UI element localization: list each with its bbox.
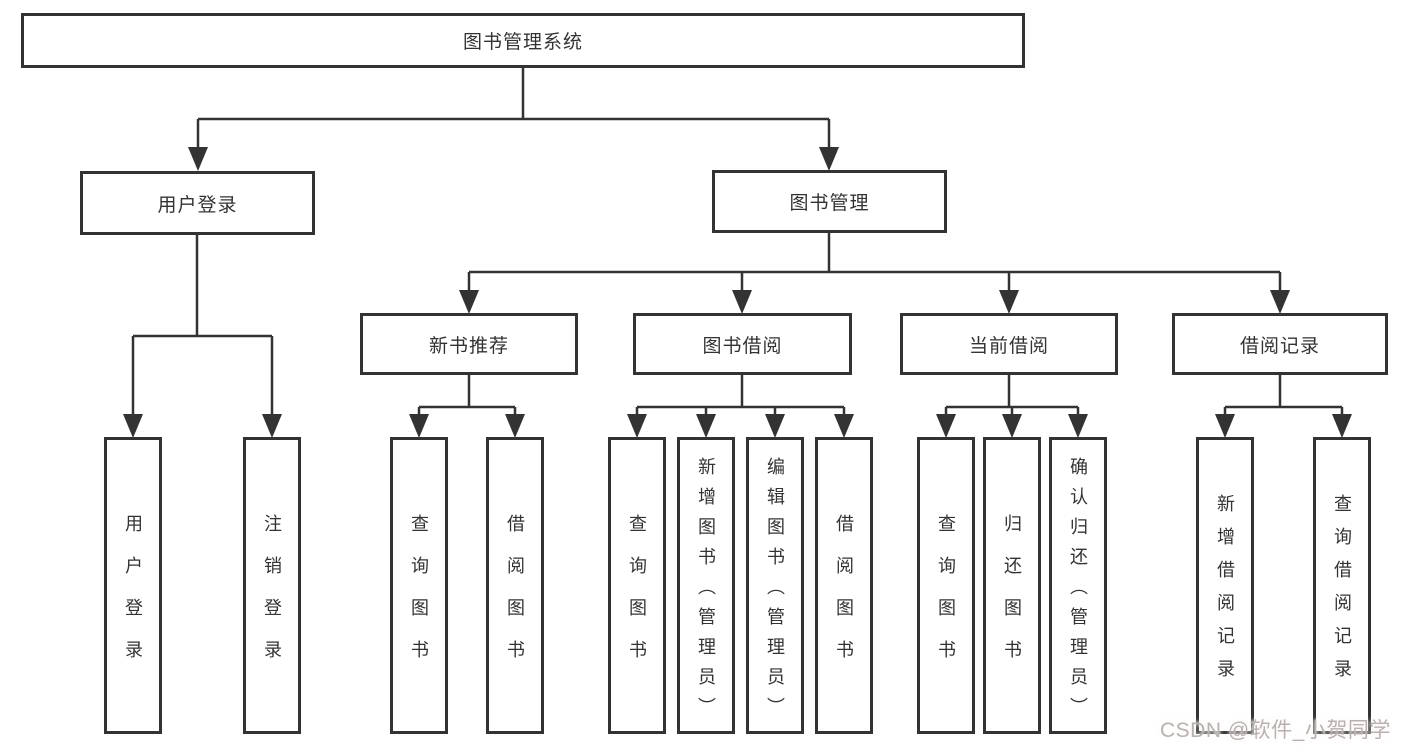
leaf-label: 借阅图书 xyxy=(505,513,525,682)
node-label: 新书推荐 xyxy=(428,335,509,357)
leaf-label: 归还图书 xyxy=(1002,513,1022,682)
node-user-login: 用户登录 xyxy=(80,171,315,235)
node-label: 图书管理 xyxy=(789,193,870,214)
leaf-label: 用户登录 xyxy=(123,513,143,682)
node-current-borrowing: 当前借阅 xyxy=(900,313,1118,375)
leaf-label: 查询图书 xyxy=(627,513,647,682)
leaf-logout: 注销登录 xyxy=(243,437,301,734)
node-label: 图书管理系统 xyxy=(462,32,583,53)
leaf-return-books: 归还图书 xyxy=(983,437,1041,734)
leaf-label: 查询图书 xyxy=(936,513,956,682)
leaf-query-books-recommend: 查询图书 xyxy=(390,437,448,734)
leaf-label: 新增图书（管理员） xyxy=(696,456,716,727)
leaf-user-login: 用户登录 xyxy=(104,437,162,734)
node-new-book-recommendation: 新书推荐 xyxy=(360,313,578,375)
node-library-management-system: 图书管理系统 xyxy=(21,13,1025,68)
node-label: 借阅记录 xyxy=(1239,335,1320,357)
leaf-label: 查询图书 xyxy=(409,513,429,682)
node-borrowing-records: 借阅记录 xyxy=(1172,313,1388,375)
node-label: 当前借阅 xyxy=(968,335,1049,357)
node-book-management: 图书管理 xyxy=(712,170,947,233)
node-label: 用户登录 xyxy=(157,194,238,216)
leaf-label: 编辑图书（管理员） xyxy=(765,456,785,727)
leaf-borrow-books: 借阅图书 xyxy=(815,437,873,734)
csdn-watermark: CSDN @软件_小贺同学 xyxy=(1160,719,1391,742)
leaf-query-books-current: 查询图书 xyxy=(917,437,975,734)
leaf-query-books-borrowing: 查询图书 xyxy=(608,437,666,734)
node-label: 图书借阅 xyxy=(702,335,783,357)
arrowhead-icons xyxy=(123,147,1352,438)
leaf-add-borrow-record: 新增借阅记录 xyxy=(1196,437,1254,734)
leaf-label: 注销登录 xyxy=(262,513,282,682)
leaf-label: 确认归还（管理员） xyxy=(1068,456,1088,727)
leaf-add-books-admin: 新增图书（管理员） xyxy=(677,437,735,734)
leaf-label: 查询借阅记录 xyxy=(1332,494,1352,692)
leaf-borrow-books-recommend: 借阅图书 xyxy=(486,437,544,734)
leaf-query-borrow-record: 查询借阅记录 xyxy=(1313,437,1371,734)
leaf-edit-books-admin: 编辑图书（管理员） xyxy=(746,437,804,734)
leaf-label: 新增借阅记录 xyxy=(1215,494,1235,692)
node-book-borrowing: 图书借阅 xyxy=(633,313,852,375)
leaf-confirm-return-admin: 确认归还（管理员） xyxy=(1049,437,1107,734)
leaf-label: 借阅图书 xyxy=(834,513,854,682)
